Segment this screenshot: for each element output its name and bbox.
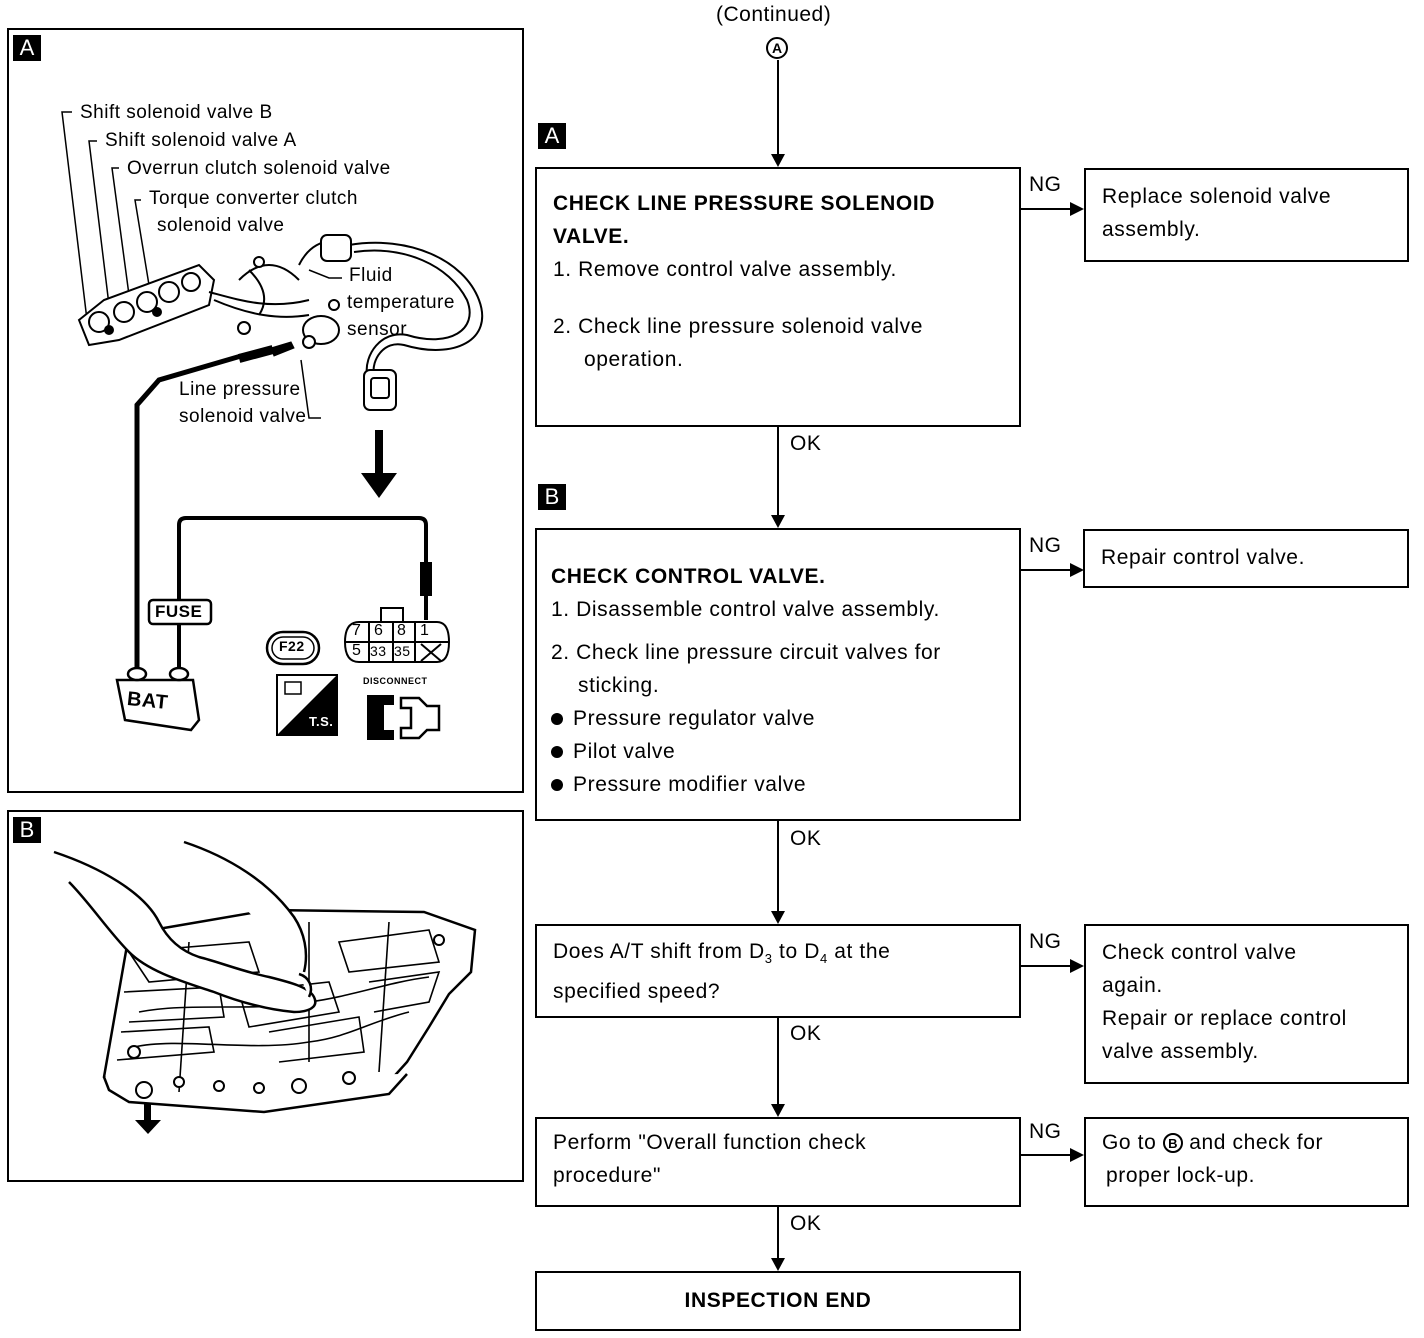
label-shift-solenoid-a: Shift solenoid valve A [105,130,297,151]
step3-question-line2: specified speed? [553,980,721,1004]
pin-6: 6 [374,622,384,639]
step3-q-part1: Does A/T shift from D [553,940,765,963]
flow-tag-b: B [538,484,566,510]
label-torque-converter-1: Torque converter clutch [149,188,358,209]
step4-ng-part2: and check for [1182,1131,1324,1154]
step4-ng-box: Go to B and check for proper lock-up. [1084,1117,1409,1207]
step1-ng-box: Replace solenoid valve assembly. [1084,168,1409,262]
bullet-icon [551,713,563,726]
step2-ok-label: OK [790,827,822,850]
step3-q-sub1: 3 [764,951,773,967]
figure-a-tag: A [13,35,41,61]
step4-ng-line2: proper lock-up. [1106,1164,1256,1187]
step1-item2-line1: 2. Check line pressure solenoid valve [553,315,924,338]
step3-box: Does A/T shift from D3 to D4 at the spec… [535,924,1021,1018]
step2-item1: 1. Disassemble control valve assembly. [551,598,940,621]
step1-title-line2: VALVE. [553,225,630,248]
step3-ok-label: OK [790,1022,822,1045]
step2-bullet-3: Pressure modifier valve [551,768,1019,801]
pin-1: 1 [420,622,430,639]
step3-question-line1: Does A/T shift from D3 to D4 at the [553,935,1019,975]
solenoid-harness-illustration [61,111,484,740]
step1-ok-label: OK [790,432,822,455]
step2-box: CHECK CONTROL VALVE. 1. Disassemble cont… [535,528,1021,821]
step3-q-part2: to D [772,940,820,963]
step3-ng-line1: Check control valve [1102,941,1297,964]
bullet-icon [551,779,563,792]
figure-b-tag: B [13,817,41,843]
step2-ng-label: NG [1029,534,1062,557]
step3-ng-line3: Repair or replace control [1102,1007,1347,1030]
step1-item2-line2: operation. [584,348,684,371]
inspection-end-box: INSPECTION END [535,1271,1021,1331]
step1-ng-text-line1: Replace solenoid valve [1102,185,1332,208]
label-fluid-temp-3: sensor [347,319,408,340]
step2-item2-line1: 2. Check line pressure circuit valves fo… [551,641,941,664]
bullet-icon [551,746,563,759]
label-torque-converter-2: solenoid valve [157,215,285,236]
step1-ng-text-line2: assembly. [1102,218,1201,241]
step2-ng-box: Repair control valve. [1083,529,1409,588]
step3-ng-line2: again. [1102,974,1163,997]
label-fluid-temp-2: temperature [347,292,455,313]
control-valve-body-illustration [53,840,477,1134]
step4-ok-label: OK [790,1212,822,1235]
flow-tag-a: A [538,123,566,149]
step1-box: CHECK LINE PRESSURE SOLENOID VALVE. 1. R… [535,167,1021,427]
pin-33: 33 [370,643,387,659]
step3-ng-line4: valve assembly. [1102,1040,1259,1063]
step3-q-part3: at the [827,940,891,963]
connector-b-label: B [1168,1136,1178,1152]
step2-ng-text: Repair control valve. [1101,546,1306,569]
label-shift-solenoid-b: Shift solenoid valve B [80,102,273,123]
label-overrun-clutch: Overrun clutch solenoid valve [127,158,391,179]
label-line-pressure-1: Line pressure [179,379,301,400]
inspection-end-label: INSPECTION END [684,1289,872,1312]
label-line-pressure-2: solenoid valve [179,406,307,427]
step1-ng-label: NG [1029,173,1062,196]
step3-ng-label: NG [1029,930,1062,953]
bullet-text: Pressure modifier valve [573,773,807,796]
pin-8: 8 [397,622,407,639]
continued-label: (Continued) [716,3,832,26]
connector-id-label: F22 [279,638,305,654]
ts-icon-label: T.S. [309,714,334,729]
step2-bullet-2: Pilot valve [551,735,1019,768]
step2-bullet-1: Pressure regulator valve [551,702,1019,735]
pin-7: 7 [352,622,362,639]
step4-ng-line1: Go to B and check for [1102,1126,1407,1159]
step2-title: CHECK CONTROL VALVE. [551,565,826,588]
step4-ng-label: NG [1029,1120,1062,1143]
bullet-text: Pilot valve [573,740,676,763]
step4-box: Perform "Overall function check procedur… [535,1117,1021,1207]
figure-b-panel: B [7,810,524,1182]
step3-q-sub2: 4 [819,951,828,967]
disconnect-icon-label: DISCONNECT [363,676,428,686]
label-fluid-temp-1: Fluid [349,265,393,286]
step4-line1: Perform "Overall function check [553,1131,867,1154]
pin-35: 35 [394,643,411,659]
connector-b-circle: B [1162,1133,1183,1154]
step1-item1: 1. Remove control valve assembly. [553,258,897,281]
step2-item2-line2: sticking. [578,674,660,697]
connector-a-label: A [771,40,783,56]
pin-5: 5 [352,642,362,659]
bullet-text: Pressure regulator valve [573,707,816,730]
step3-ng-box: Check control valve again. Repair or rep… [1084,924,1409,1084]
fuse-label: FUSE [155,602,203,621]
step1-title-line1: CHECK LINE PRESSURE SOLENOID [553,192,936,215]
step4-ng-part1: Go to [1102,1131,1163,1154]
figure-a-panel: A [7,28,524,793]
connector-a-circle: A [766,37,788,59]
step4-line2: procedure" [553,1164,662,1187]
